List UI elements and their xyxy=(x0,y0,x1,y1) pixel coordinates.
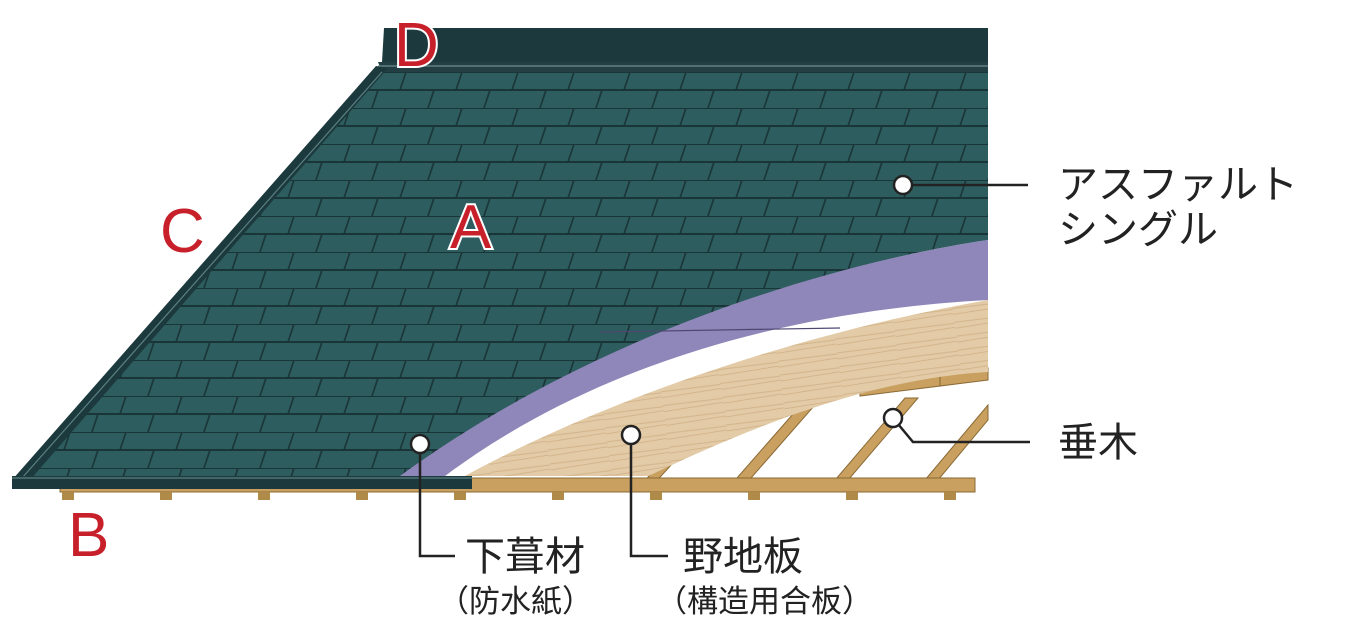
label-asphalt-shingle-line1: アスファルト xyxy=(1058,162,1298,208)
callout-point-asphalt-shingle xyxy=(892,174,914,196)
label-asphalt-shingle-line2: シングル xyxy=(1058,207,1218,253)
marker-b: B xyxy=(68,501,109,570)
label-underlay-sub: （防水紙） xyxy=(438,584,593,620)
callout-point-underlay xyxy=(409,433,431,455)
callout-point-sheathing xyxy=(620,424,642,446)
marker-d: D xyxy=(394,11,439,80)
callout-underlay: 下葺材 （防水紙） xyxy=(409,433,593,620)
marker-a: A xyxy=(450,193,492,262)
label-rafter: 垂木 xyxy=(1058,420,1138,466)
label-sheathing-sub: （構造用合板） xyxy=(656,584,873,620)
ridge-cap xyxy=(378,28,988,72)
asphalt-shingle-layer xyxy=(20,70,988,476)
callout-point-rafter xyxy=(882,407,904,429)
callout-asphalt-shingle: アスファルト シングル xyxy=(892,162,1298,253)
sheathing-layer xyxy=(440,300,988,476)
verge-flashing xyxy=(12,66,388,480)
marker-c: C xyxy=(160,197,205,266)
label-sheathing: 野地板 xyxy=(683,534,803,580)
eave-flashing xyxy=(12,476,472,489)
label-underlay: 下葺材 xyxy=(465,534,585,580)
callout-sheathing: 野地板 （構造用合板） xyxy=(620,424,873,620)
underlay-layer xyxy=(400,240,988,476)
callout-rafter: 垂木 xyxy=(882,407,1138,466)
